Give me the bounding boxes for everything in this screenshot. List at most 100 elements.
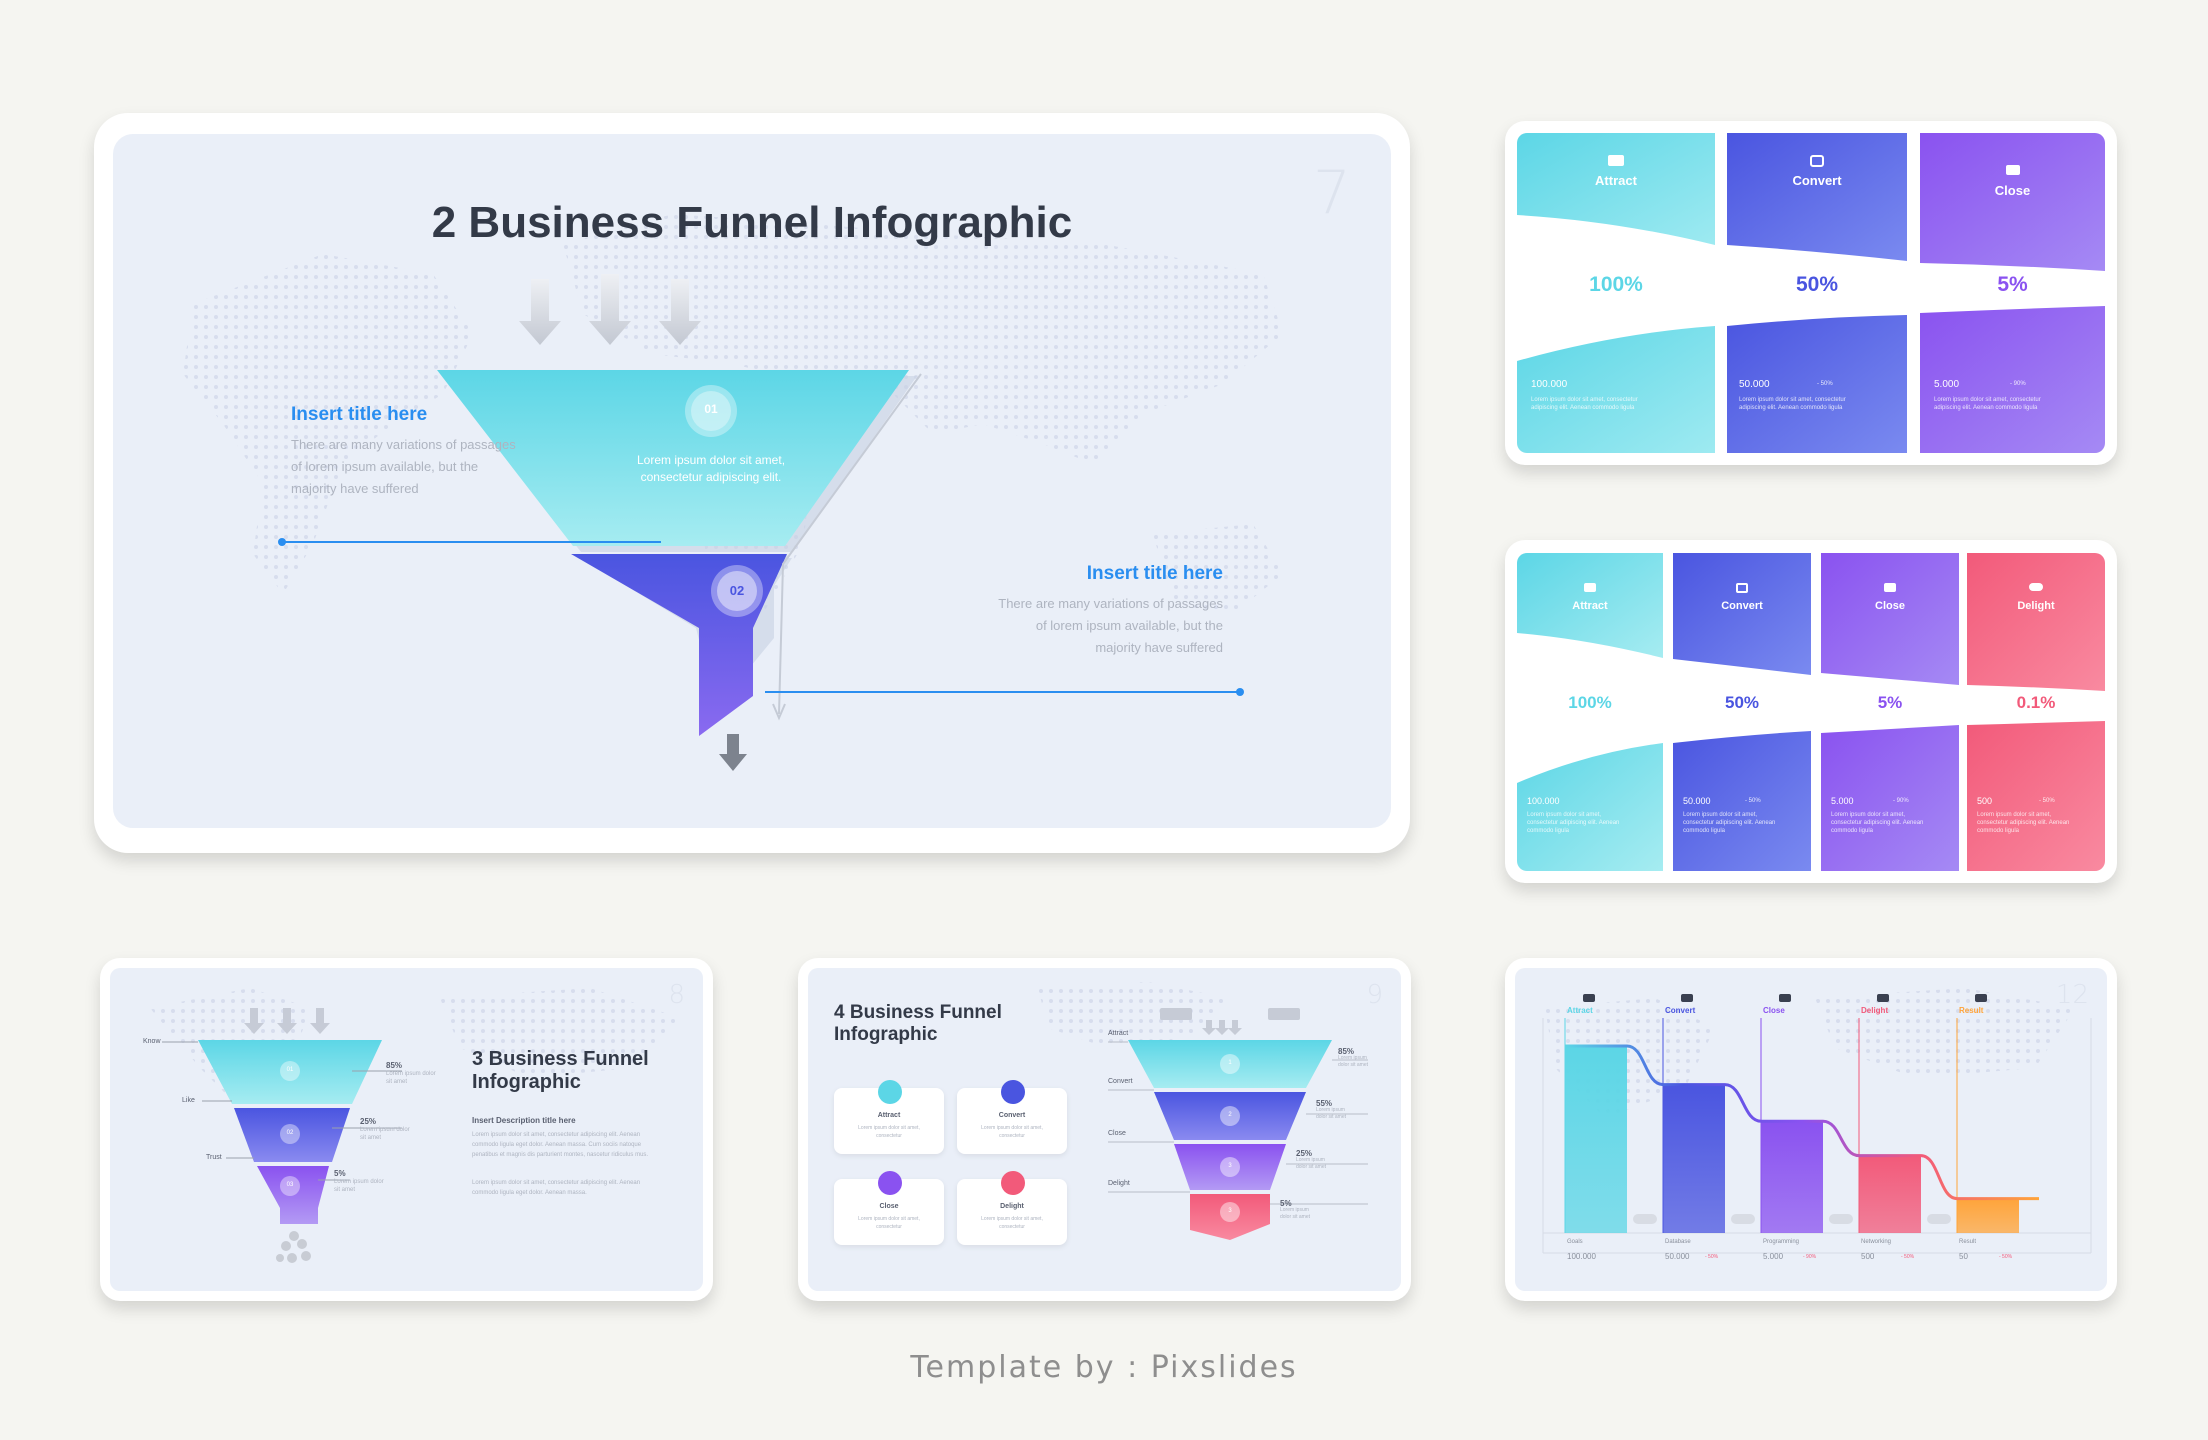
- box-desc: Lorem ipsum dolor sit amet,consectetur: [858, 1216, 920, 1230]
- stage-value: 50.000: [1739, 379, 1770, 390]
- funnel-level-number: 2: [1228, 1112, 1232, 1118]
- bar-convert[interactable]: [1663, 1084, 1725, 1233]
- funnel-level-label: Attract: [1108, 1030, 1129, 1037]
- left-insert-body: There are many variations of passages of…: [291, 437, 516, 496]
- stage-percent: 100%: [1589, 273, 1643, 296]
- right-insert-body: There are many variations of passages of…: [998, 596, 1223, 655]
- convert-icon: [1736, 583, 1748, 593]
- people-icon: [1583, 994, 1595, 1002]
- box-desc: Lorem ipsum dolor sit amet,consectetur: [981, 1216, 1043, 1230]
- stage-box-convert[interactable]: Convert Lorem ipsum dolor sit amet,conse…: [957, 1080, 1067, 1154]
- metric-column-delight[interactable]: Delight 0.1% 500 - 50% Lorem ipsum dolor…: [1967, 553, 2105, 871]
- stage-desc: Lorem ipsum dolor sit amet, consectetur …: [1934, 397, 2041, 411]
- bar-delight[interactable]: [1859, 1155, 1921, 1233]
- people-icon: [1608, 155, 1624, 166]
- stage-change: - 90%: [1893, 798, 1909, 804]
- funnel-level-label: Like: [182, 1097, 195, 1104]
- bar-attract[interactable]: [1565, 1045, 1627, 1233]
- bar-close[interactable]: [1761, 1121, 1823, 1233]
- funnel-level-2[interactable]: [1154, 1092, 1306, 1140]
- funnel-level-3[interactable]: [257, 1166, 329, 1224]
- slide-title: 4 Business Funnel Infographic: [834, 1002, 1002, 1045]
- column-label: Convert: [1665, 1006, 1696, 1015]
- slide-title: 3 Business Funnel Infographic: [472, 1048, 649, 1093]
- page-number: 8: [668, 980, 685, 1010]
- slide-2-funnel: 7 2 Business Funnel Infographic 01 Lorem…: [113, 134, 1391, 828]
- convert-icon: [1681, 994, 1693, 1002]
- funnel-level-label: Close: [1108, 1130, 1126, 1137]
- arrow-pill-icon: [1633, 1214, 1657, 1224]
- stage-1-text: Lorem ipsum dolor sit amet, consectetur …: [636, 453, 786, 484]
- stage-2-number: 02: [729, 583, 745, 598]
- funnel-level-1[interactable]: [1128, 1040, 1332, 1088]
- funnel-level-3[interactable]: [1174, 1144, 1286, 1190]
- funnel-level-label: Trust: [206, 1154, 222, 1161]
- slide-card-4-funnel[interactable]: 9 4 Business Funnel Infographic Attract …: [798, 958, 1411, 1301]
- metric-column-convert[interactable]: Convert 50% 50.000 - 50% Lorem ipsum dol…: [1673, 553, 1811, 871]
- funnel-level-stats: 25% Lorem ipsum dolor sit amet: [360, 1117, 410, 1142]
- stage-label: Attract: [1572, 600, 1608, 612]
- metric-column-attract[interactable]: Attract 100% 100.000 Lorem ipsum dolor s…: [1517, 553, 1663, 871]
- column-value: 5.000: [1763, 1252, 1784, 1261]
- funnel-level-2[interactable]: [234, 1108, 350, 1162]
- slide-card-4-stage-metrics[interactable]: Attract 100% 100.000 Lorem ipsum dolor s…: [1505, 540, 2117, 883]
- box-title: Close: [879, 1203, 899, 1210]
- stage-box-delight[interactable]: Delight Lorem ipsum dolor sit amet,conse…: [957, 1171, 1067, 1245]
- metric-column-close[interactable]: Close 5% 5.000 - 90% Lorem ipsum dolor s…: [1821, 553, 1959, 871]
- slide-3-stage-metrics: Attract 100% 100.000 Lorem ipsum dolor s…: [1517, 133, 2105, 453]
- column-value: 100.000: [1567, 1252, 1596, 1261]
- funnel-level-label: Convert: [1108, 1078, 1133, 1085]
- column-change: - 90%: [1803, 1254, 1817, 1260]
- funnel-level-number: 3: [1228, 1163, 1232, 1169]
- bar-result[interactable]: [1957, 1198, 2019, 1233]
- column-value: 500: [1861, 1252, 1875, 1261]
- funnel-bar-chart: [1542, 988, 2092, 1254]
- slide-3-funnel: 8 Know Like Trust 01 02 03 85% Lorem ips…: [110, 968, 703, 1291]
- incoming-arrows: [519, 274, 701, 345]
- funnel-level-number: 1: [1228, 1060, 1232, 1066]
- people-group-icons: [1160, 1008, 1300, 1035]
- slide-card-3-stage-metrics[interactable]: Attract 100% 100.000 Lorem ipsum dolor s…: [1505, 121, 2117, 465]
- footer-credit: Template by : Pixslides: [910, 1350, 1298, 1385]
- stage-label: Close: [1994, 183, 2031, 198]
- description-paragraph: Lorem ipsum dolor sit amet, consectetur …: [472, 1180, 641, 1196]
- funnel-level-1[interactable]: [198, 1040, 382, 1104]
- convert-icon: [1810, 155, 1824, 167]
- stage-percent: 50%: [1795, 273, 1839, 296]
- arrow-pill-icon: [1829, 1214, 1853, 1224]
- funnel-level-4[interactable]: [1190, 1194, 1270, 1240]
- stage-box-attract[interactable]: Attract Lorem ipsum dolor sit amet,conse…: [834, 1080, 944, 1154]
- stage-change: - 90%: [2010, 381, 2026, 387]
- stage-label: Attract: [1595, 173, 1637, 188]
- stage-change: - 50%: [2039, 798, 2055, 804]
- arrow-pill-icon: [1731, 1214, 1755, 1224]
- column-sublabel: Programming: [1763, 1239, 1800, 1245]
- stage-percent: 0.1%: [2016, 693, 2056, 712]
- funnel-stage-2[interactable]: [571, 554, 787, 736]
- slide-4-funnel: 9 4 Business Funnel Infographic Attract …: [808, 968, 1401, 1291]
- stage-label: Convert: [1792, 173, 1842, 188]
- funnel-stage-1[interactable]: [437, 370, 909, 546]
- metric-column-convert[interactable]: Convert 50% 50.000 - 50% Lorem ipsum dol…: [1727, 133, 1907, 453]
- metric-column-attract[interactable]: Attract 100% 100.000 Lorem ipsum dolor s…: [1517, 133, 1715, 453]
- funnel-level-stats: 85% Lorem ipsum dolor sit amet: [386, 1061, 436, 1086]
- stage-desc: Lorem ipsum dolor sit amet, consectetur …: [1739, 397, 1846, 411]
- left-insert-title: Insert title here: [291, 404, 428, 425]
- stage-value: 5.000: [1831, 796, 1854, 806]
- column-change: - 50%: [1901, 1254, 1915, 1260]
- briefcase-icon: [1779, 994, 1791, 1002]
- stage-box-close[interactable]: Close Lorem ipsum dolor sit amet,consect…: [834, 1171, 944, 1245]
- slide-card-3-funnel[interactable]: 8 Know Like Trust 01 02 03 85% Lorem ips…: [100, 958, 713, 1301]
- output-arrow: [719, 734, 747, 771]
- column-value: 50.000: [1665, 1252, 1690, 1261]
- stage-value: 5.000: [1934, 379, 1960, 390]
- stage-desc: Lorem ipsum dolor sit amet, consectetur …: [1977, 812, 2070, 834]
- stage-value: 100.000: [1527, 796, 1560, 806]
- metric-column-close[interactable]: Close 5% 5.000 - 90% Lorem ipsum dolor s…: [1920, 133, 2105, 453]
- slide-card-2-funnel[interactable]: 7 2 Business Funnel Infographic 01 Lorem…: [94, 113, 1410, 853]
